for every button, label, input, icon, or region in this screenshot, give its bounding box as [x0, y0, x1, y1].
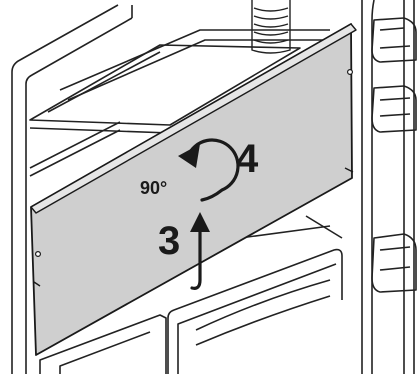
cover-panel	[31, 24, 356, 355]
panel-clip-left	[36, 252, 41, 257]
back-duct	[252, 0, 290, 53]
step-3-number: 3	[158, 219, 180, 263]
rotation-angle-label: 90°	[140, 178, 167, 198]
door-rack-top	[372, 18, 416, 62]
door-rack-bottom	[372, 234, 416, 292]
fridge-door	[362, 0, 416, 374]
door-rack-middle	[372, 86, 416, 132]
step-4-number: 4	[236, 137, 259, 181]
cover-panel-face	[31, 24, 352, 355]
panel-clip-right	[348, 70, 353, 75]
